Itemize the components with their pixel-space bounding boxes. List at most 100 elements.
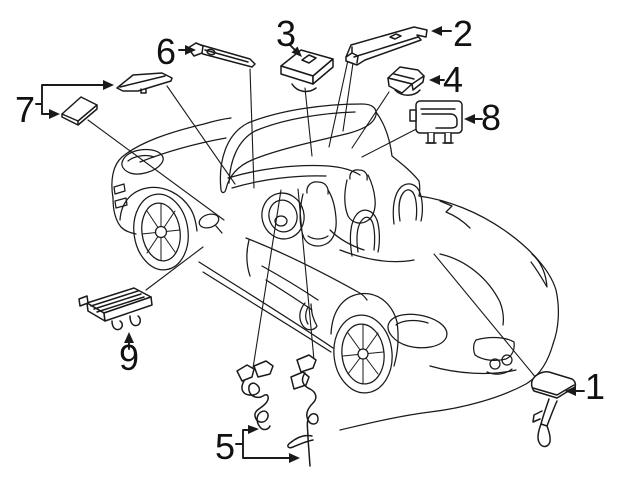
part-9[interactable]: [78, 287, 153, 331]
callout-2[interactable]: 2: [431, 13, 473, 54]
rear-deck-outline: [418, 195, 560, 345]
rear-bumper-crease: [429, 365, 517, 375]
part-1-stalk: [540, 398, 558, 427]
callout-8[interactable]: 8: [464, 97, 501, 138]
leader-line-2a: [328, 59, 349, 148]
callout-5[interactable]: 5: [215, 425, 300, 467]
rear-hub: [357, 348, 369, 360]
part-6-hole: [206, 48, 216, 56]
rear-shelf-line: [339, 249, 415, 263]
callout-7[interactable]: 7: [15, 80, 114, 130]
part-8[interactable]: [409, 100, 463, 144]
part-4-front-face: [387, 77, 413, 94]
dashboard-lower: [231, 175, 327, 189]
callout-5-label: 5: [215, 426, 235, 467]
mirror-stem: [215, 225, 223, 234]
callout-2-arrowhead: [431, 26, 442, 36]
callout-7-arrowhead-top: [103, 80, 114, 90]
callout-2-label: 2: [453, 13, 473, 54]
callout-5-arrowhead-top: [248, 425, 259, 434]
rear-rim: [341, 323, 385, 385]
callout-8-label: 8: [481, 97, 501, 138]
callout-9-arrowhead: [124, 332, 134, 343]
driver-seat-back: [299, 189, 337, 247]
rocker-sill-top: [198, 261, 334, 349]
exhaust-tip-left: [489, 358, 501, 370]
driver-seat: [299, 181, 337, 247]
callout-5-arrowhead-bottom: [289, 453, 300, 463]
part-9-right-face: [103, 296, 153, 322]
part-5-left-connector-1: [236, 364, 255, 382]
front-hub: [154, 225, 168, 239]
part-3-right-face: [312, 58, 334, 85]
leader-line-7a: [166, 85, 236, 185]
callout-1-label: 1: [585, 366, 605, 407]
part-5-left-connector-2: [253, 360, 274, 378]
side-intake-inner: [305, 306, 309, 325]
part-4-fold-line: [393, 73, 415, 80]
callout-6[interactable]: 6: [156, 31, 196, 72]
passenger-seat: [344, 169, 376, 224]
roll-hoop-near-inner: [356, 216, 376, 253]
callout-1-arrowhead: [565, 386, 576, 396]
part-8-inner-detail: [420, 108, 458, 129]
trunk-shut-zigzag: [439, 200, 471, 229]
part-4[interactable]: [387, 66, 425, 96]
leader-line-2b: [342, 62, 354, 132]
rear-wheel-arch: [330, 292, 398, 335]
front-wheel-arch: [119, 186, 198, 232]
callout-8-arrowhead: [464, 114, 475, 124]
part-5-harness-left: [236, 360, 274, 431]
part-5-right-branch: [287, 434, 314, 449]
part-5[interactable]: [236, 354, 319, 467]
callout-4[interactable]: 4: [429, 59, 463, 100]
a-pillar-far: [375, 111, 421, 197]
part-7-plate: [61, 96, 98, 122]
callout-3-arrow-shaft: [288, 43, 296, 51]
rear-tire: [333, 314, 393, 394]
front-wheel: [133, 193, 189, 271]
callout-3-arrowhead: [291, 46, 302, 57]
roll-hoop-far: [392, 183, 423, 225]
part-7[interactable]: [61, 72, 173, 126]
part-2-edge-line: [353, 36, 419, 58]
part-4-flap: [394, 89, 421, 96]
front-tire: [133, 193, 189, 271]
windshield-inner-line: [228, 111, 356, 184]
headlight-inner-line: [127, 155, 155, 162]
passenger-seat-back: [344, 174, 376, 224]
tail-light-inner: [395, 319, 429, 326]
part-2[interactable]: [345, 26, 428, 66]
callout-9[interactable]: 9: [119, 332, 139, 378]
part-1-stalk-tip: [537, 423, 551, 448]
part-7-blade-edge: [119, 75, 166, 88]
part-6[interactable]: [187, 42, 256, 68]
part-1-side-tab: [532, 410, 543, 423]
leader-line-9: [145, 246, 204, 291]
callout-4-label: 4: [443, 59, 463, 100]
callout-6-label: 6: [156, 31, 176, 72]
roll-hoop-near-outer: [349, 209, 380, 257]
rear-spokes: [342, 324, 384, 384]
car-illustration: [111, 103, 560, 431]
exhaust-tip-right: [501, 354, 513, 366]
part-2-slot: [389, 33, 402, 40]
part-5-right-wire: [301, 372, 319, 467]
door-panel-line-1: [261, 265, 319, 301]
part-4-right-face: [411, 75, 425, 91]
rear-bumper-outline: [339, 343, 554, 431]
callout-1[interactable]: 1: [565, 366, 605, 407]
roll-hoop-far-inner: [398, 189, 418, 222]
part-3-flap: [291, 83, 317, 93]
callout-3[interactable]: 3: [276, 13, 302, 57]
part-7-plate-thickness: [61, 104, 98, 126]
part-3[interactable]: [280, 49, 334, 93]
roll-hoop-far-outer: [392, 183, 423, 225]
diagram-art: 1 2 3 4 5 6 7 8 9: [15, 13, 605, 467]
part-1[interactable]: [530, 371, 577, 448]
leader-line-5a: [252, 189, 282, 369]
trunk-inner-curve: [439, 253, 504, 326]
leader-line-4: [351, 91, 390, 149]
